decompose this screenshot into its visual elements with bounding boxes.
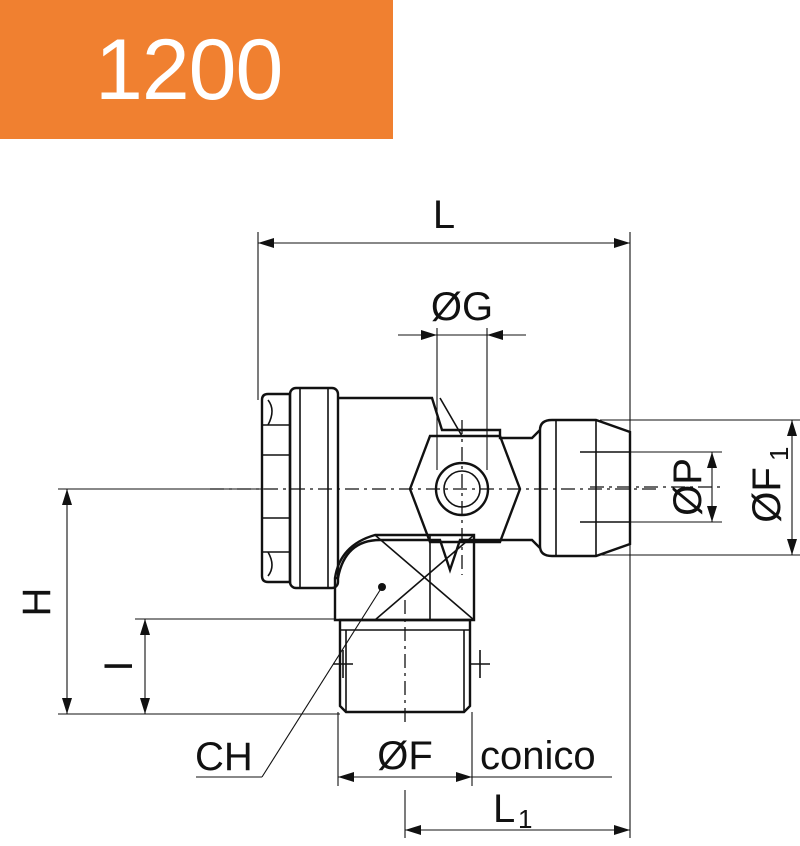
label-f1: ØF [745,467,789,523]
dimension-h: H [15,488,340,715]
label-conico: conico [480,734,596,778]
dimension-i: I [97,618,335,714]
product-code: 1200 [95,22,283,118]
label-ch: CH [195,735,253,779]
label-f1-sub: 1 [764,447,794,461]
label-h: H [15,588,59,617]
label-i: I [97,660,141,671]
dimension-f: ØF conico [337,712,612,786]
center-lines [210,420,720,725]
dimension-l1: L 1 [404,787,630,838]
label-l1-sub: 1 [518,804,532,834]
label-l1: L [493,787,515,831]
product-code-badge: 1200 [0,0,393,139]
dimension-g: ØG [398,285,526,470]
fitting-body [260,386,632,714]
label-g: ØG [431,285,493,329]
label-l: L [433,193,455,237]
dimension-f1: ØF 1 [600,419,800,556]
dimension-l: L [257,193,631,838]
label-f: ØF [377,734,433,778]
dimension-ch: CH [195,583,386,779]
